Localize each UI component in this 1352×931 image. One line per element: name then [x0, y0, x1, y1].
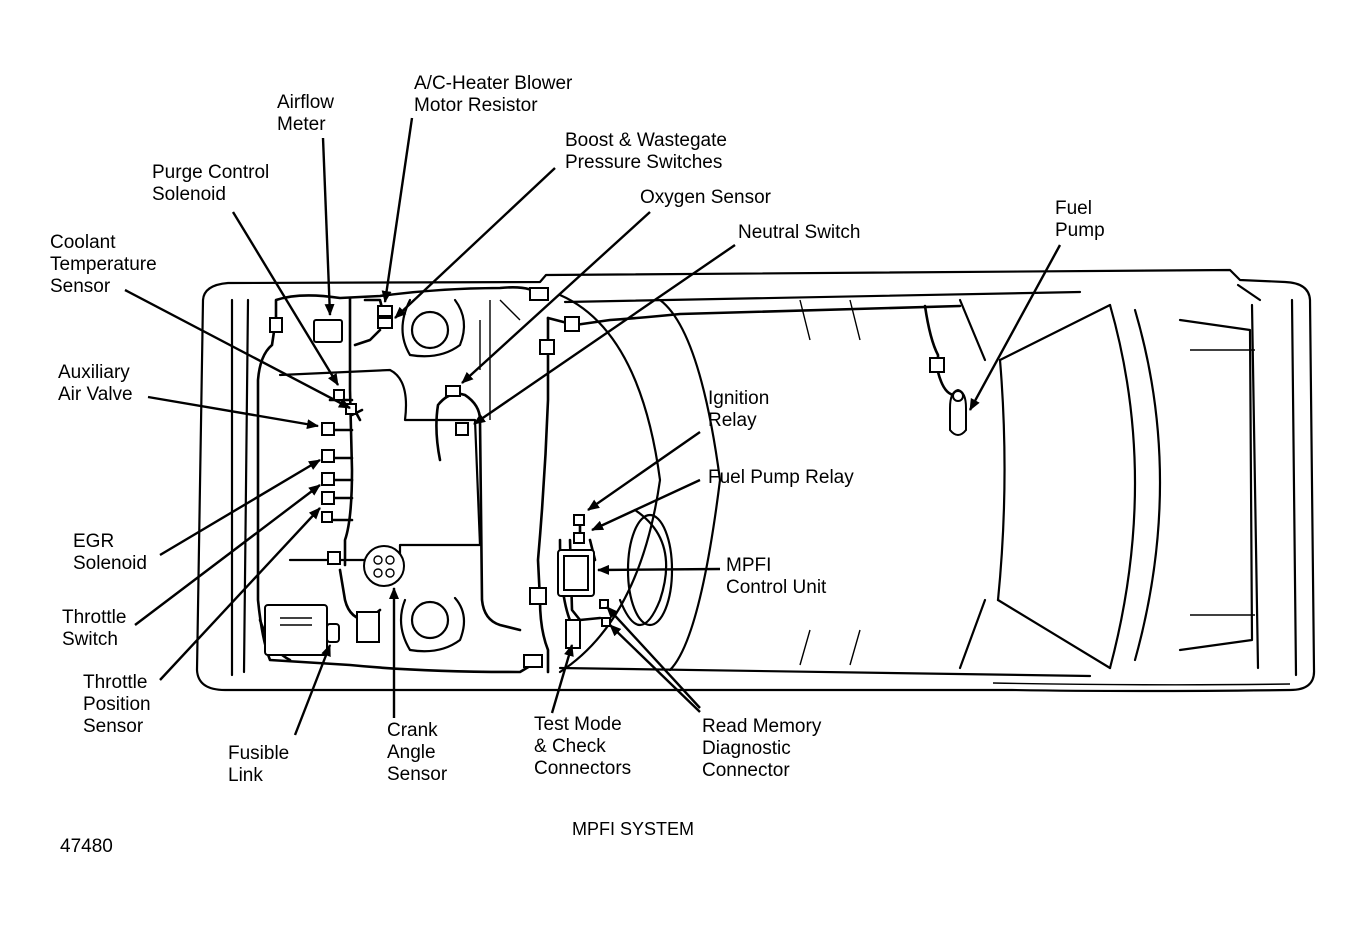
harness-connector-3 — [529, 287, 549, 301]
label-ignition-relay: Ignition Relay — [708, 388, 769, 432]
label-line: Read Memory — [702, 716, 822, 737]
mpfi-unit-inner — [563, 555, 589, 591]
label-airflow-meter: Airflow Meter — [277, 92, 334, 136]
label-line: Throttle — [62, 607, 127, 628]
ignition-relay-component — [573, 514, 585, 526]
label-neutral-switch: Neutral Switch — [738, 222, 861, 244]
harness-connector — [539, 339, 555, 355]
throttle-position-component — [321, 491, 335, 505]
label-coolant-temperature: Coolant Temperature Sensor — [50, 232, 157, 298]
label-line: Auxiliary — [58, 362, 130, 383]
label-line: A/C-Heater Blower — [414, 73, 573, 94]
car-body-outline — [195, 268, 1316, 693]
small-relay-2 — [269, 317, 283, 333]
label-line: Fuel Pump Relay — [708, 467, 854, 488]
small-connector — [321, 511, 333, 523]
label-line: Fusible — [228, 743, 290, 764]
battery-component — [264, 604, 328, 656]
components — [264, 287, 967, 668]
label-fusible-link: Fusible Link — [228, 743, 289, 787]
boost-switch-component — [377, 317, 393, 329]
airflow-meter-component — [313, 319, 343, 343]
label-crank-angle: Crank Angle Sensor — [387, 720, 447, 786]
label-auxiliary-air-valve: Auxiliary Air Valve — [58, 362, 133, 406]
label-line: Test Mode — [534, 714, 622, 735]
label-line: Ignition — [708, 388, 770, 409]
label-purge-control: Purge Control Solenoid — [152, 162, 269, 206]
label-line: Control Unit — [726, 577, 827, 598]
figure-number: 47480 — [60, 836, 113, 857]
oxygen-sensor-connector — [445, 385, 461, 397]
label-line: EGR — [73, 531, 115, 552]
label-line: Pressure Switches — [565, 152, 723, 173]
crank-angle-sensor-component — [363, 545, 405, 587]
label-line: MPFI — [726, 555, 772, 576]
label-line: Angle — [387, 742, 436, 763]
label-line: Motor Resistor — [414, 95, 538, 116]
label-throttle-position: Throttle Position Sensor — [83, 672, 151, 738]
label-read-memory: Read Memory Diagnostic Connector — [702, 716, 821, 782]
label-boost-wastegate: Boost & Wastegate Pressure Switches — [565, 130, 727, 174]
label-egr-solenoid: EGR Solenoid — [73, 531, 147, 575]
label-test-mode: Test Mode & Check Connectors — [534, 714, 631, 780]
small-relay — [327, 551, 341, 565]
label-mpfi-control-unit: MPFI Control Unit — [726, 555, 826, 599]
ac-blower-resistor-component — [377, 305, 393, 317]
label-line: Connectors — [534, 758, 632, 779]
label-oxygen-sensor: Oxygen Sensor — [640, 187, 771, 209]
purge-solenoid-component — [333, 389, 345, 401]
fuse-box-component — [356, 611, 380, 643]
label-line: & Check — [534, 736, 606, 757]
aux-air-valve-component — [321, 422, 335, 436]
label-fuel-pump-relay: Fuel Pump Relay — [708, 467, 854, 489]
harness-connector-2 — [564, 316, 580, 332]
label-line: Link — [228, 765, 263, 786]
coolant-sensor-component — [345, 403, 357, 415]
bottom-connector — [523, 654, 543, 668]
label-line: Crank — [387, 720, 438, 741]
label-line: Airflow — [277, 92, 335, 113]
fuel-pump-relay-component — [573, 532, 585, 544]
label-line: Solenoid — [73, 553, 147, 574]
label-line: Boost & Wastegate — [565, 130, 727, 151]
label-throttle-switch: Throttle Switch — [62, 607, 126, 651]
label-line: Throttle — [83, 672, 148, 693]
diagram-caption: MPFI SYSTEM — [572, 819, 695, 839]
label-line: Fuel — [1055, 198, 1092, 219]
fuel-pump-cap — [952, 390, 964, 402]
label-ac-heater-blower: A/C-Heater Blower Motor Resistor — [414, 73, 572, 117]
test-connector-top — [529, 587, 547, 605]
label-line: Sensor — [50, 276, 111, 297]
throttle-switch-component — [321, 472, 335, 486]
read-memory-connector-1 — [599, 599, 609, 609]
label-line: Temperature — [50, 254, 157, 275]
label-line: Sensor — [387, 764, 448, 785]
label-line: Purge Control — [152, 162, 270, 183]
egr-solenoid-component — [321, 449, 335, 463]
label-line: Coolant — [50, 232, 116, 253]
label-line: Relay — [708, 410, 757, 431]
label-line: Air Valve — [58, 384, 133, 405]
leader-lines — [124, 117, 1062, 736]
label-line: Diagnostic — [702, 738, 791, 759]
label-line: Position — [83, 694, 151, 715]
label-line: Sensor — [83, 716, 144, 737]
label-line: Switch — [62, 629, 118, 650]
test-mode-connectors — [565, 619, 581, 649]
label-line: Oxygen Sensor — [640, 187, 771, 208]
label-line: Neutral Switch — [738, 222, 861, 243]
label-line: Meter — [277, 114, 326, 135]
rear-connector — [929, 357, 945, 373]
label-line: Pump — [1055, 220, 1105, 241]
label-line: Connector — [702, 760, 790, 781]
neutral-switch-connector — [455, 422, 469, 436]
read-memory-connector-2 — [601, 617, 611, 627]
label-fuel-pump: Fuel Pump — [1055, 198, 1105, 242]
fusible-link-component — [326, 623, 340, 643]
label-line: Solenoid — [152, 184, 226, 205]
